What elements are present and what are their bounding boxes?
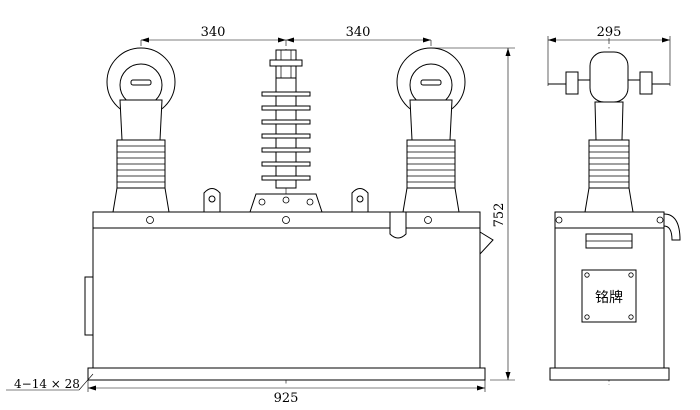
arrow-w1 <box>88 385 96 391</box>
mounting-hole-note: 4−14 × 28 <box>6 373 94 391</box>
dim-label-right-spacing: 340 <box>346 25 371 40</box>
side-view: 铭牌 295 <box>547 25 681 385</box>
tank-body <box>92 227 481 369</box>
side-terminal-clamp-left <box>565 71 579 95</box>
right-terminal-slot <box>420 79 442 86</box>
surge-arrester <box>249 49 323 213</box>
arrow-s2 <box>662 37 670 43</box>
arrow-h1 <box>505 48 511 56</box>
arrester-base-bolt-2 <box>282 196 290 204</box>
right-bushing-flange <box>402 187 460 213</box>
arrester-shed-1 <box>261 91 311 97</box>
plate-screw-3 <box>584 314 590 320</box>
side-cover-bolt-left <box>555 216 563 224</box>
grounding-terminal <box>479 231 494 256</box>
arrow-s1 <box>548 37 556 43</box>
mounting-holes-label: 4−14 × 28 <box>14 377 80 391</box>
lifting-lug-left <box>203 188 221 213</box>
right-bushing <box>396 47 466 213</box>
dimension-bushing-spacing: 340 340 <box>141 25 431 43</box>
arrester-shed-2 <box>261 105 311 111</box>
side-bushing-neck <box>594 101 624 141</box>
nameplate-label: 铭牌 <box>595 289 623 306</box>
dimension-total-width: 925 <box>87 380 486 406</box>
side-handle <box>84 276 94 336</box>
side-bushing-flange <box>584 187 634 213</box>
plate-screw-2 <box>628 272 634 278</box>
left-terminal-slot <box>130 79 152 86</box>
dim-label-height: 752 <box>492 203 507 228</box>
left-bushing-head <box>119 99 163 141</box>
cover-bolt-right <box>424 216 432 224</box>
side-bushing-terminal <box>589 51 629 103</box>
left-bushing <box>106 47 176 213</box>
arrester-clamp <box>269 59 303 67</box>
tank-base-frame <box>87 367 486 381</box>
front-view: 340 340 925 752 4−14 × 28 <box>6 25 515 406</box>
arrow-r2 <box>423 37 431 43</box>
dimension-height: 752 <box>431 47 515 381</box>
plate-screw-4 <box>628 314 634 320</box>
side-cover-bolt-right <box>656 216 664 224</box>
arrow-h2 <box>505 372 511 380</box>
arrester-shed-7 <box>261 175 311 181</box>
arrow-w2 <box>477 385 485 391</box>
lifting-lug-right <box>351 188 369 213</box>
arrester-shed-6 <box>261 161 311 167</box>
dim-label-side-width: 295 <box>597 25 622 40</box>
dim-label-left-spacing: 340 <box>201 25 226 40</box>
arrester-base-bolt-3 <box>306 198 314 206</box>
cover-bolt-left <box>146 216 154 224</box>
side-dimension-width: 295 <box>547 25 671 86</box>
lug-hole-left <box>208 195 216 203</box>
right-bushing-head <box>409 99 453 141</box>
side-nameplate <box>581 269 637 323</box>
arrow-r1 <box>286 37 294 43</box>
arrester-shed-5 <box>261 147 311 153</box>
arrester-shed-4 <box>261 133 311 139</box>
arrester-shed-3 <box>261 119 311 125</box>
cover-bolt-center <box>282 216 290 224</box>
left-bushing-flange <box>112 187 170 213</box>
side-bushing <box>548 51 670 213</box>
arrow-l1 <box>141 37 149 43</box>
note-leader <box>78 373 94 391</box>
dim-label-total-width: 925 <box>274 391 299 406</box>
side-oil-pipe <box>663 213 681 241</box>
arrester-base-bolt-1 <box>258 198 266 206</box>
lug-hole-right <box>356 195 364 203</box>
oil-plug <box>389 211 407 239</box>
side-base-frame <box>549 367 670 381</box>
arrow-l2 <box>278 37 286 43</box>
plate-screw-1 <box>584 272 590 278</box>
side-cover-plate <box>554 211 665 229</box>
side-inner-panel <box>585 233 633 249</box>
side-terminal-clamp-right <box>639 71 653 95</box>
